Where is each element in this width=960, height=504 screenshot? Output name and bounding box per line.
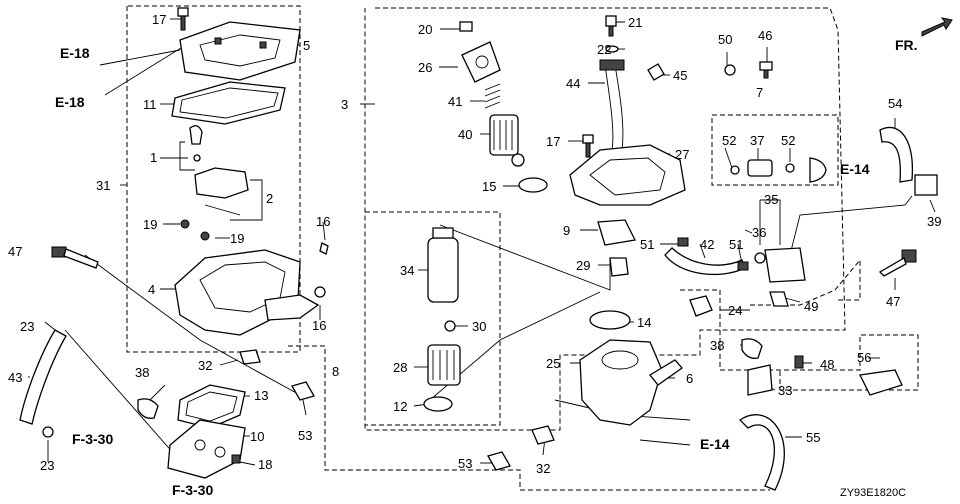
ref-e14-right[interactable]: E-14 <box>840 161 870 177</box>
frame-7 <box>711 114 839 186</box>
frame-bracket <box>680 289 919 391</box>
callout-32b: 32 <box>536 461 550 476</box>
callout-51a: 51 <box>640 237 654 252</box>
callout-12: 12 <box>393 399 407 414</box>
callout-56: 56 <box>857 350 871 365</box>
callout-42: 42 <box>700 237 714 252</box>
callout-7: 7 <box>756 85 763 100</box>
callout-4: 4 <box>148 282 155 297</box>
callout-30: 30 <box>472 319 486 334</box>
callout-54: 54 <box>888 96 902 111</box>
front-arrow-icon <box>921 17 953 37</box>
callout-47a: 47 <box>8 244 22 259</box>
callout-11: 11 <box>143 97 157 112</box>
frame-31 <box>126 5 301 353</box>
callout-51b: 51 <box>729 237 743 252</box>
callout-52b: 52 <box>781 133 795 148</box>
callout-27: 27 <box>675 147 689 162</box>
frame-8 <box>365 211 501 426</box>
callout-23a: 23 <box>20 319 34 334</box>
callout-26: 26 <box>418 60 432 75</box>
callout-1: 1 <box>150 150 157 165</box>
diagram-code: ZY93E1820C <box>840 487 906 499</box>
callout-36: 36 <box>752 225 766 240</box>
callout-46: 46 <box>758 28 772 43</box>
callout-8: 8 <box>332 364 339 379</box>
callout-9: 9 <box>563 223 570 238</box>
callout-16a: 16 <box>316 214 330 229</box>
callout-31: 31 <box>96 178 110 193</box>
parts <box>19 7 953 491</box>
leader-lines <box>28 18 936 471</box>
callout-3: 3 <box>341 97 348 112</box>
callout-33: 33 <box>778 383 792 398</box>
callout-24: 24 <box>728 303 742 318</box>
frame-3 <box>364 7 846 431</box>
callout-29: 29 <box>576 258 590 273</box>
callout-38a: 38 <box>135 365 149 380</box>
callout-55: 55 <box>806 430 820 445</box>
callout-17b: 17 <box>546 134 560 149</box>
callout-20: 20 <box>418 22 432 37</box>
callout-21: 21 <box>628 15 642 30</box>
ref-f330-left[interactable]: F-3-30 <box>72 431 113 447</box>
callout-37: 37 <box>750 133 764 148</box>
callout-53b: 53 <box>458 456 472 471</box>
callout-28: 28 <box>393 360 407 375</box>
callout-18: 18 <box>258 457 272 472</box>
callout-44: 44 <box>566 76 580 91</box>
callout-38b: 38 <box>710 338 724 353</box>
callout-47b: 47 <box>886 294 900 309</box>
callout-49: 49 <box>804 299 818 314</box>
front-direction-label: FR. <box>895 37 918 53</box>
callout-43: 43 <box>8 370 22 385</box>
callout-17a: 17 <box>152 12 166 27</box>
callout-25: 25 <box>546 356 560 371</box>
callout-6: 6 <box>686 371 693 386</box>
callout-23b: 23 <box>40 458 54 473</box>
ref-e18-top[interactable]: E-18 <box>60 45 90 61</box>
callout-52a: 52 <box>722 133 736 148</box>
callout-10: 10 <box>250 429 264 444</box>
ref-e18-bottom[interactable]: E-18 <box>55 94 85 110</box>
frame-bottom <box>288 345 770 491</box>
ref-f330-bottom[interactable]: F-3-30 <box>172 482 213 498</box>
callout-45: 45 <box>673 68 687 83</box>
callout-15: 15 <box>482 179 496 194</box>
callout-34: 34 <box>400 263 414 278</box>
callout-41: 41 <box>448 94 462 109</box>
callout-13: 13 <box>254 388 268 403</box>
callout-48: 48 <box>820 357 834 372</box>
callout-40: 40 <box>458 127 472 142</box>
callout-2: 2 <box>266 191 273 206</box>
callout-19a: 19 <box>143 217 157 232</box>
ref-e14-bottom[interactable]: E-14 <box>700 436 730 452</box>
callout-53a: 53 <box>298 428 312 443</box>
callout-39: 39 <box>927 214 941 229</box>
callout-32a: 32 <box>198 358 212 373</box>
section-references: E-18 E-18 E-14 E-14 F-3-30 F-3-30 FR. <box>55 37 918 498</box>
callout-5: 5 <box>303 38 310 53</box>
frame-right-link <box>750 258 861 306</box>
callout-14: 14 <box>637 315 651 330</box>
callouts: 17 5 11 1 31 2 19 19 16 16 4 47 23 43 23… <box>8 12 941 476</box>
callout-16b: 16 <box>312 318 326 333</box>
callout-50: 50 <box>718 32 732 47</box>
callout-22: 22 <box>597 42 611 57</box>
callout-35: 35 <box>764 192 778 207</box>
callout-19b: 19 <box>230 231 244 246</box>
